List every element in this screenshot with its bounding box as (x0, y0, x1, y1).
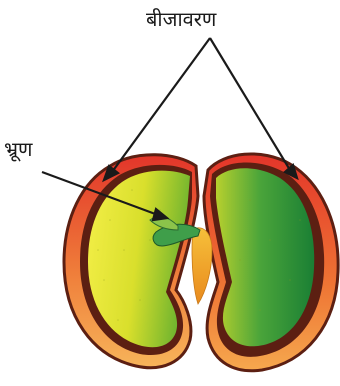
pointer-line-left (112, 38, 210, 172)
right-seed-half (204, 154, 338, 371)
radicle (192, 228, 212, 304)
pointer-line-right (210, 38, 290, 170)
seed-coat-label: बीजावरण (146, 7, 217, 31)
embryo-label: भ्रूण (4, 137, 33, 162)
